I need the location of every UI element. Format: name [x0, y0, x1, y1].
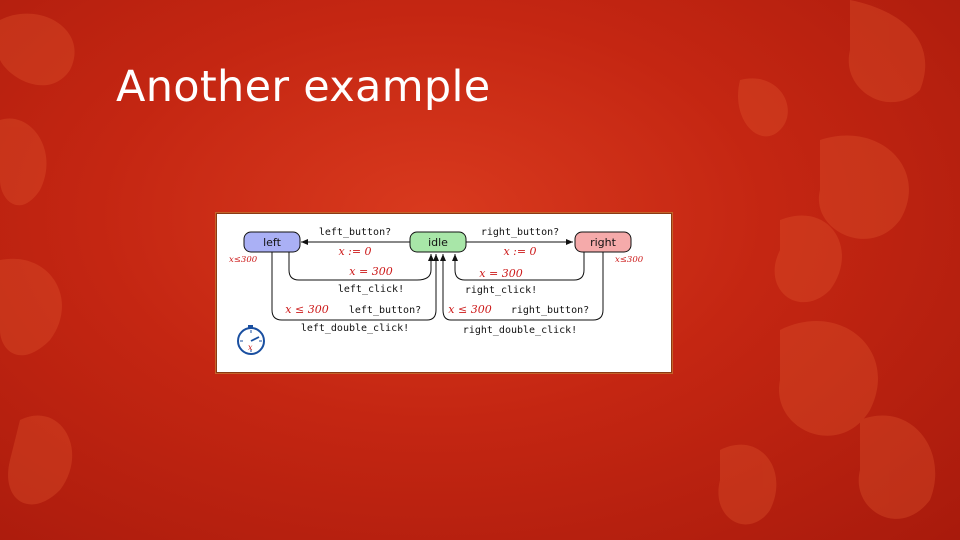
label-right-click: right_click!	[465, 285, 537, 296]
slide-title: Another example	[116, 62, 491, 112]
svg-text:right: right	[590, 236, 617, 249]
automaton-svg: left idle right x≤300 x≤300 left_button?…	[229, 227, 644, 355]
label-right-reset: x := 0	[503, 245, 536, 258]
state-idle: idle	[409, 231, 467, 253]
edge-right-double	[440, 252, 604, 321]
invariant-right: x≤300	[615, 255, 644, 265]
label-left-double-click: left_double_click!	[301, 323, 409, 334]
label-right-button: right_button?	[481, 227, 559, 238]
stopwatch-clock-label: x	[248, 343, 253, 352]
svg-text:left: left	[263, 236, 282, 249]
label-right-double-guard: x ≤ 300	[448, 303, 491, 316]
label-left-reset: x := 0	[338, 245, 371, 258]
label-left-click: left_click!	[338, 284, 404, 295]
state-right: right	[574, 231, 632, 253]
edge-left-double	[271, 252, 439, 321]
svg-text:idle: idle	[428, 236, 448, 249]
edge-left-click	[288, 252, 434, 281]
timed-automaton-diagram: left idle right x≤300 x≤300 left_button?…	[216, 213, 672, 373]
label-right-click-guard: x = 300	[479, 267, 522, 280]
label-right-double-click: right_double_click!	[463, 325, 577, 336]
edge-right-click	[452, 252, 585, 281]
state-left: left	[243, 231, 301, 253]
invariant-left: x≤300	[229, 255, 258, 265]
label-left-button: left_button?	[319, 227, 391, 238]
label-left-double-trigger: left_button?	[349, 305, 421, 316]
label-left-double-guard: x ≤ 300	[285, 303, 328, 316]
label-left-click-guard: x = 300	[349, 265, 392, 278]
label-right-double-trigger: right_button?	[511, 305, 589, 316]
stopwatch-icon: x	[237, 325, 265, 355]
